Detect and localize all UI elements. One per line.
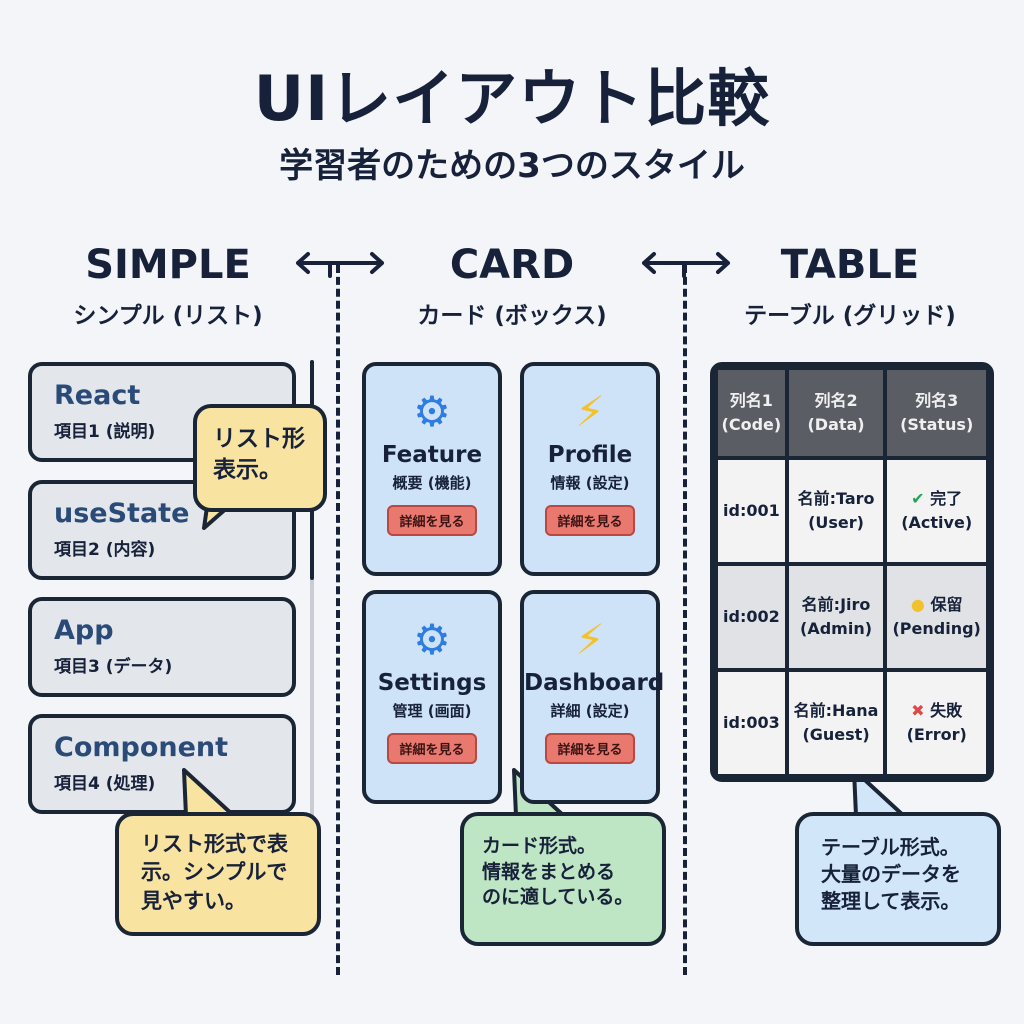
- data-table: 列名1 (Code) 列名2 (Data) 列名3 (Status) id:001 名…: [710, 362, 994, 782]
- cell-code: id:003: [714, 668, 789, 778]
- double-arrow-icon: [642, 252, 730, 278]
- list-item-sub: 項目4 (処理): [54, 774, 156, 794]
- callout-line: 見やすい。: [141, 888, 246, 913]
- cell-data: 名前:Hana (Guest): [784, 668, 888, 778]
- callout-line: カード形式。: [482, 835, 597, 857]
- status-label-en: (Active): [901, 513, 973, 532]
- cell-code: id:002: [714, 562, 789, 672]
- column-header[interactable]: 列名1 (Code): [714, 366, 789, 460]
- table-row[interactable]: id:003 名前:Hana (Guest) ✖ 失敗 (Error): [714, 668, 990, 778]
- card-title: Feature: [381, 442, 483, 468]
- status-label: 失敗: [930, 701, 963, 720]
- card-settings[interactable]: ⚙ Settings 管理 (画面) 詳細を見る: [362, 590, 502, 804]
- callout-line: 大量のデータを: [821, 862, 961, 886]
- card-title: Dashboard: [524, 670, 665, 696]
- page-subtitle: 学習者のための3つのスタイル: [279, 146, 745, 186]
- callout-line: リスト形: [213, 426, 305, 452]
- details-button[interactable]: 詳細を見る: [387, 505, 477, 536]
- cell-role: (Guest): [802, 725, 870, 744]
- list-item-sub: 項目1 (説明): [54, 422, 156, 442]
- cell-code: id:001: [714, 456, 789, 566]
- list-item-sub: 項目2 (内容): [54, 540, 156, 560]
- cell-status: ✖ 失敗 (Error): [883, 668, 990, 778]
- list-item-title: Component: [54, 732, 229, 763]
- header-label: (Status): [900, 415, 974, 434]
- lightning-icon: ⚡: [575, 387, 605, 436]
- callout-table: テーブル形式。大量のデータを整理して表示。: [795, 812, 1001, 946]
- card-title: Settings: [377, 670, 487, 696]
- cell-data: 名前:Jiro (Admin): [784, 562, 888, 672]
- list-item-title: useState: [54, 498, 190, 529]
- header-label: 列名3: [915, 391, 959, 410]
- callout-line: のに適している。: [482, 886, 634, 909]
- card-title: Profile: [547, 442, 633, 468]
- divider: [336, 265, 340, 975]
- header-label: 列名2: [814, 391, 858, 410]
- details-button[interactable]: 詳細を見る: [387, 733, 477, 764]
- bubble-tail: [182, 768, 236, 818]
- cell-data: 名前:Taro (User): [784, 456, 888, 566]
- table-heading: TABLE: [780, 242, 920, 288]
- card-subheading: カード (ボックス): [417, 303, 607, 329]
- cell-name: 名前:Jiro: [801, 595, 871, 614]
- table-row[interactable]: id:001 名前:Taro (User) ✔ 完了 (Active): [714, 456, 990, 566]
- gear-icon: ⚙: [413, 387, 451, 436]
- callout-line: 表示。: [213, 457, 282, 484]
- callout-line: 情報をまとめる: [482, 860, 616, 883]
- header-label: 列名1: [729, 391, 773, 410]
- header-label: (Data): [807, 415, 865, 434]
- cell-status: ● 保留 (Pending): [883, 562, 990, 672]
- card-sub: 管理 (画面): [392, 702, 472, 720]
- details-button[interactable]: 詳細を見る: [545, 505, 635, 536]
- callout-line: リスト形式で表: [141, 832, 288, 856]
- callout-list-short: リスト形表示。: [193, 404, 327, 512]
- cell-status: ✔ 完了 (Active): [883, 456, 990, 566]
- page-title: UIレイアウト比較: [253, 62, 771, 135]
- dot-icon: ●: [910, 595, 931, 614]
- simple-heading: SIMPLE: [85, 242, 251, 288]
- divider: [683, 265, 687, 975]
- list-item-sub: 項目3 (データ): [54, 657, 173, 677]
- list-item[interactable]: Component 項目4 (処理): [28, 714, 296, 814]
- card-dashboard[interactable]: ⚡ Dashboard 詳細 (設定) 詳細を見る: [520, 590, 665, 804]
- gear-icon: ⚙: [413, 615, 451, 664]
- callout-line: 示。シンプルで: [141, 860, 288, 885]
- callout-line: テーブル形式。: [821, 835, 960, 859]
- column-header[interactable]: 列名3 (Status): [883, 366, 990, 460]
- cell-name: 名前:Taro: [797, 489, 875, 508]
- card-sub: 情報 (設定): [550, 474, 630, 492]
- card-heading: CARD: [449, 242, 575, 288]
- list-item-title: React: [54, 380, 141, 411]
- callout-line: 整理して表示。: [821, 889, 961, 913]
- simple-subheading: シンプル (リスト): [73, 303, 263, 329]
- cell-name: 名前:Hana: [793, 701, 879, 720]
- callout-card: カード形式。情報をまとめるのに適している。: [460, 812, 666, 946]
- check-icon: ✔: [911, 489, 931, 508]
- card-feature[interactable]: ⚙ Feature 概要 (機能) 詳細を見る: [362, 362, 502, 576]
- status-label: 保留: [930, 595, 963, 614]
- status-label-en: (Pending): [892, 619, 981, 638]
- column-header[interactable]: 列名2 (Data): [784, 366, 888, 460]
- status-label-en: (Error): [906, 725, 967, 744]
- card-sub: 概要 (機能): [392, 474, 472, 492]
- list-item-title: App: [54, 615, 114, 646]
- double-arrow-icon: [296, 252, 384, 278]
- details-button[interactable]: 詳細を見る: [545, 733, 635, 764]
- status-label: 完了: [930, 489, 963, 508]
- callout-list: リスト形式で表示。シンプルで見やすい。: [115, 812, 321, 936]
- table-row[interactable]: id:002 名前:Jiro (Admin) ● 保留 (Pending): [714, 562, 990, 672]
- cell-role: (Admin): [800, 619, 873, 638]
- list-item[interactable]: App 項目3 (データ): [28, 597, 296, 697]
- cell-role: (User): [808, 513, 864, 532]
- lightning-icon: ⚡: [575, 615, 605, 664]
- card-profile[interactable]: ⚡ Profile 情報 (設定) 詳細を見る: [520, 362, 660, 576]
- card-sub: 詳細 (設定): [550, 702, 630, 720]
- cross-icon: ✖: [911, 701, 931, 720]
- table-subheading: テーブル (グリッド): [744, 303, 956, 329]
- header-label: (Code): [721, 415, 782, 434]
